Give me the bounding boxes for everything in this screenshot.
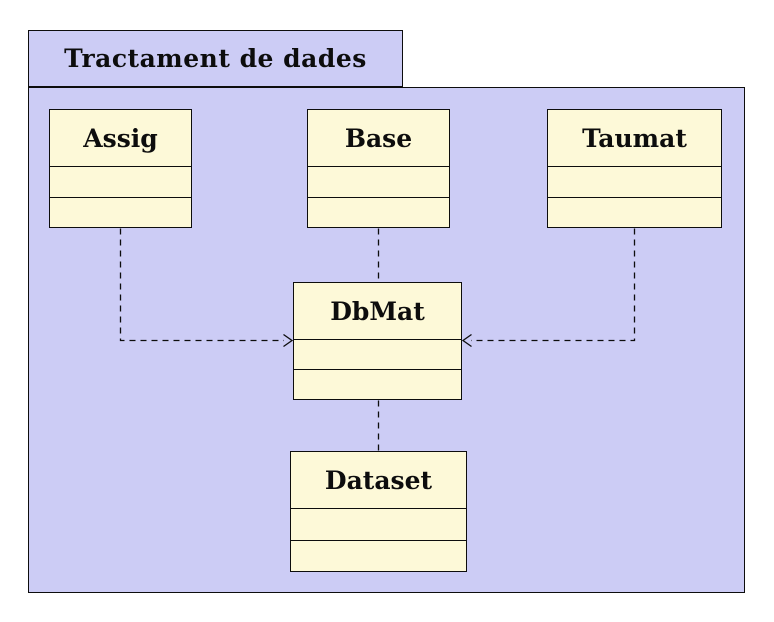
package-tab: Tractament de dades (28, 30, 403, 87)
methods-compartment (291, 539, 466, 572)
attributes-compartment (291, 508, 466, 540)
class-box-base: Base (307, 109, 450, 228)
attributes-compartment (294, 339, 461, 369)
class-box-dbmat: DbMat (293, 282, 462, 400)
methods-compartment (548, 196, 721, 228)
methods-compartment (294, 369, 461, 399)
attributes-compartment (548, 166, 721, 197)
class-box-taumat: Taumat (547, 109, 722, 228)
methods-compartment (308, 196, 449, 228)
class-title: Assig (83, 123, 158, 153)
attributes-compartment (308, 166, 449, 197)
class-box-dataset: Dataset (290, 451, 467, 572)
class-title: Base (344, 123, 413, 153)
attributes-compartment (50, 166, 191, 197)
class-title: DbMat (330, 296, 425, 326)
class-title: Dataset (324, 465, 433, 495)
class-title: Taumat (582, 123, 687, 153)
methods-compartment (50, 196, 191, 228)
package-title: Tractament de dades (64, 44, 367, 73)
class-box-assig: Assig (49, 109, 192, 228)
